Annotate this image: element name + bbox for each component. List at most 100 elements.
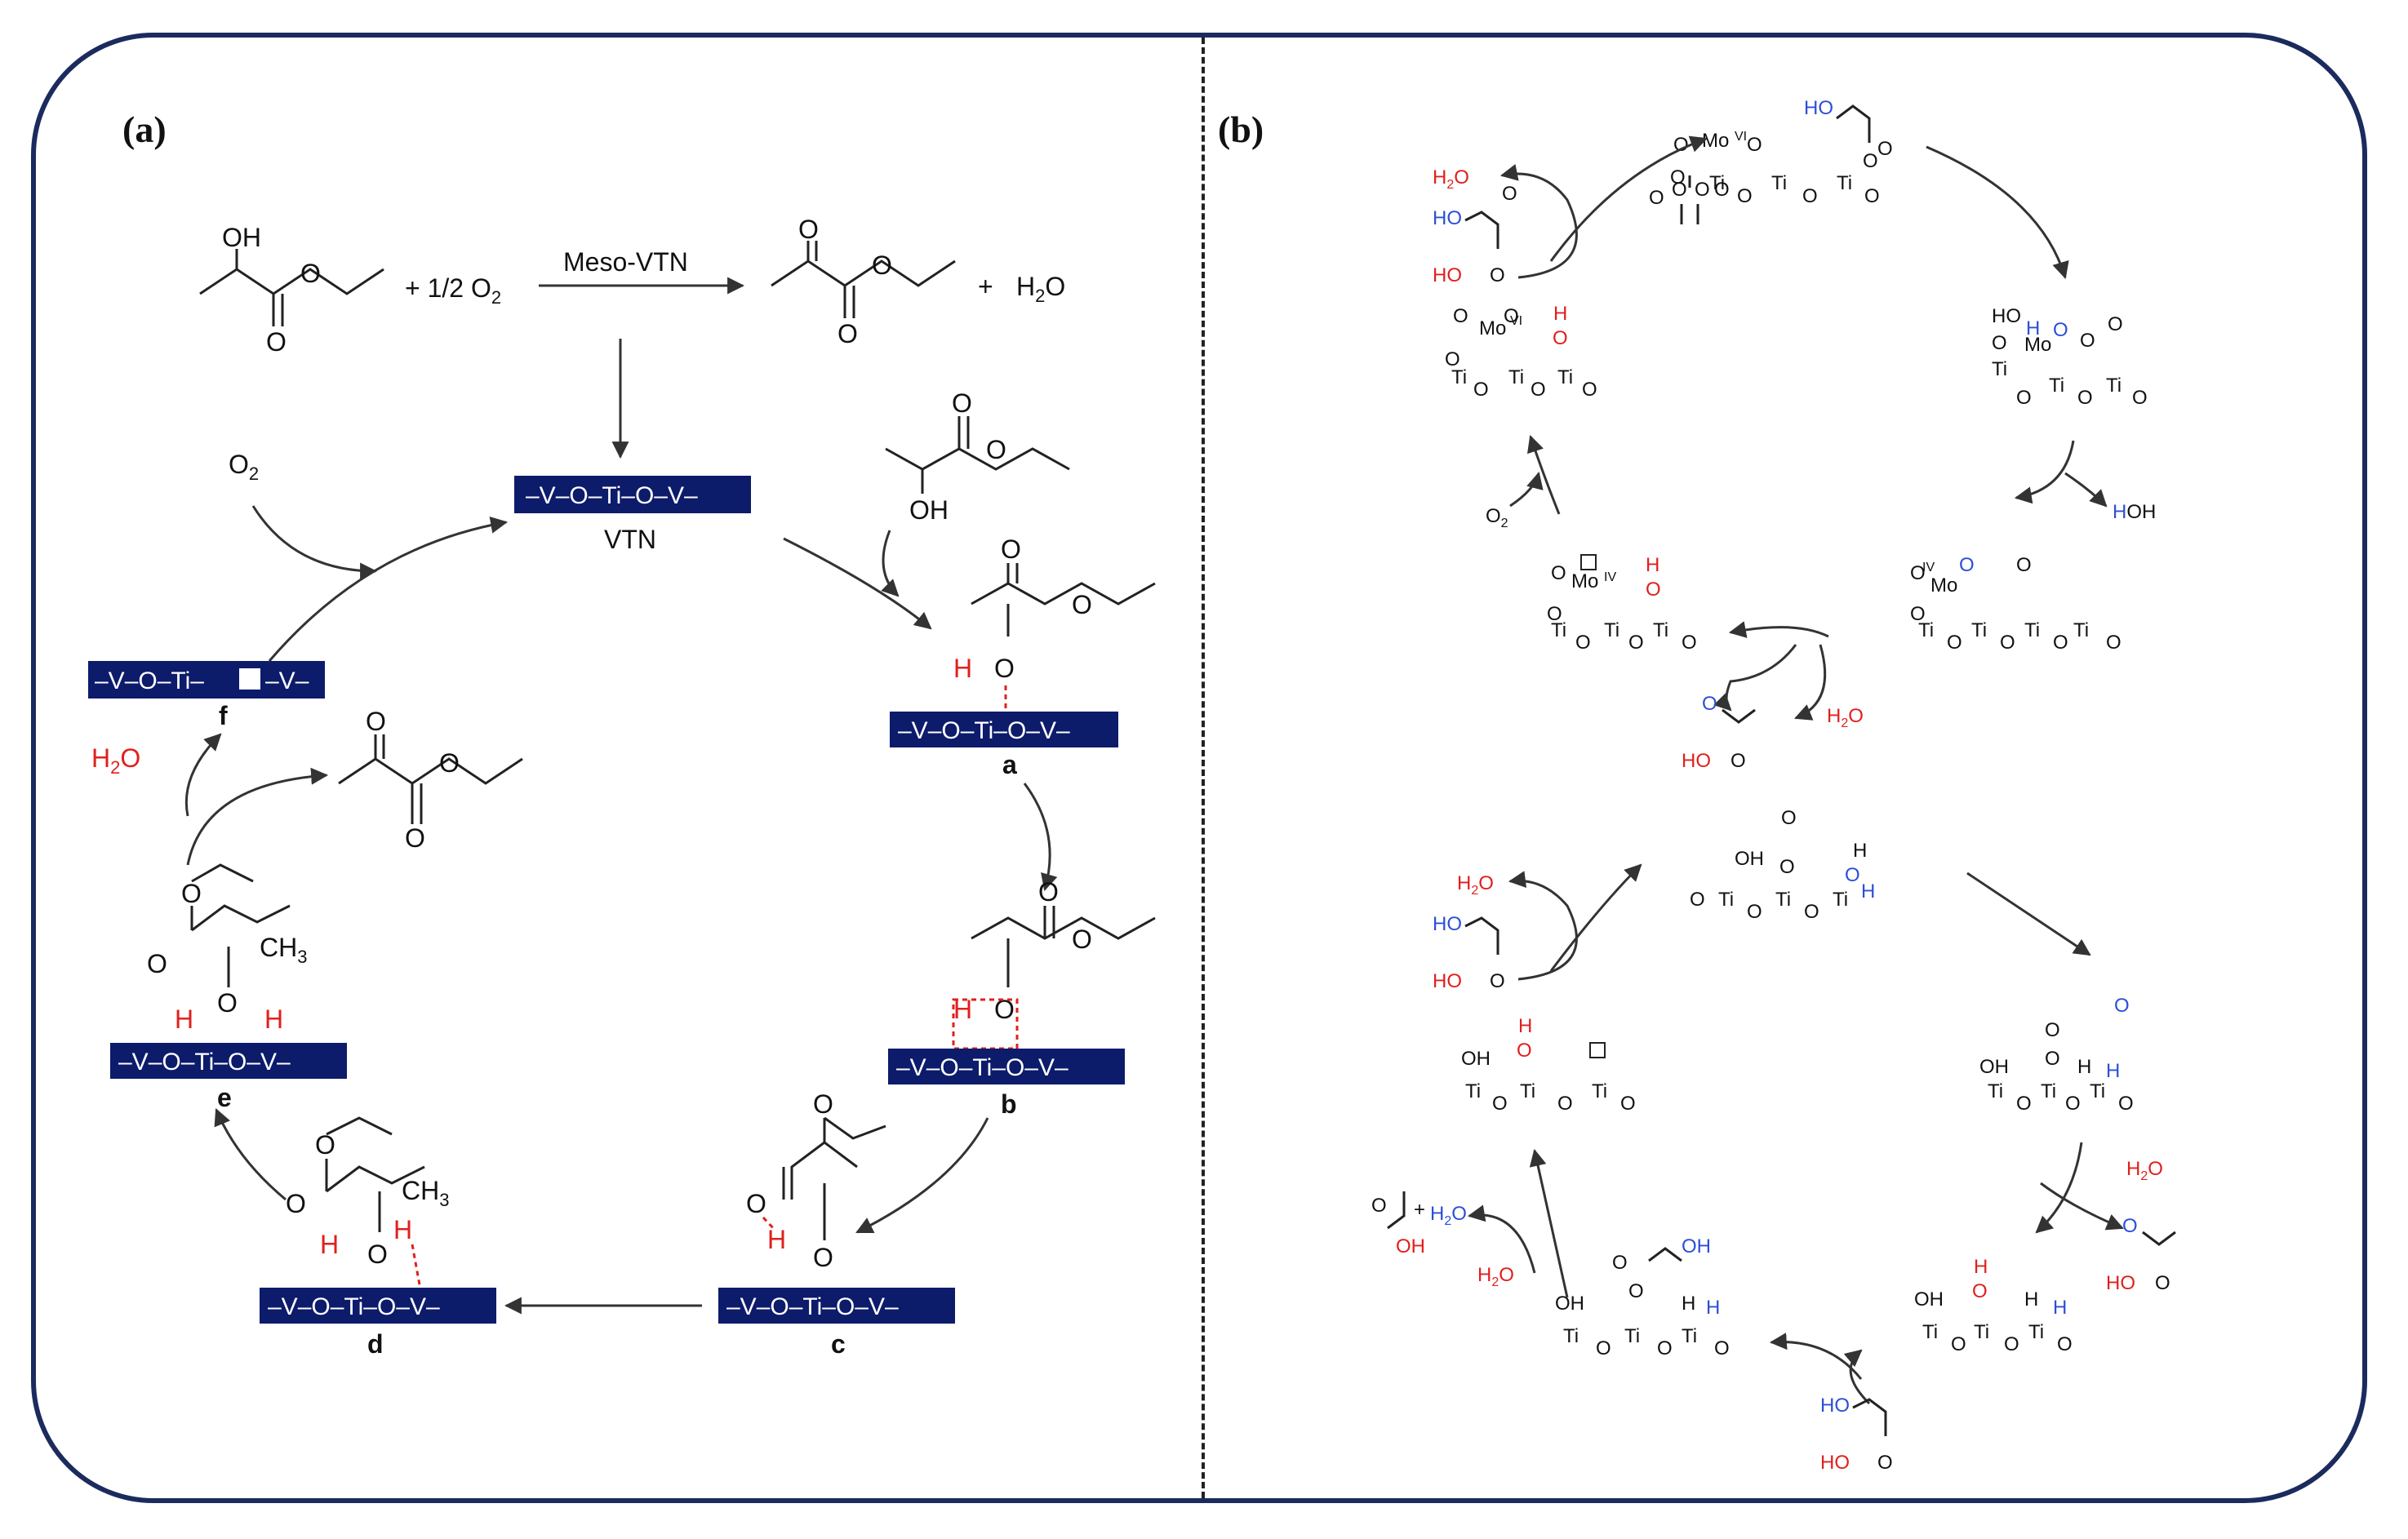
water-product: H2O [1016, 272, 1065, 306]
vtn-bar [514, 476, 751, 513]
svg-text:O: O [1714, 179, 1730, 201]
svg-text:O: O [1863, 150, 1878, 172]
svg-text:H2O: H2O [1477, 1264, 1514, 1289]
svg-text:H: H [953, 654, 972, 683]
svg-text:O: O [217, 988, 238, 1018]
svg-text:O: O [1038, 877, 1059, 907]
svg-text:+: + [1414, 1199, 1425, 1221]
svg-text:Mo: Mo [2024, 334, 2051, 356]
svg-text:O: O [813, 1243, 833, 1272]
svg-text:O: O [994, 654, 1015, 683]
svg-text:O: O [1596, 1337, 1611, 1359]
svg-text:HO: HO [1820, 1452, 1850, 1474]
svg-text:H: H [1974, 1256, 1988, 1278]
o2-label: O2 [229, 450, 259, 484]
svg-text:O: O [1001, 534, 1021, 564]
svg-text:O: O [2053, 632, 2068, 654]
svg-text:O: O [2080, 330, 2095, 352]
svg-text:O: O [1620, 1093, 1636, 1115]
water-hoh: HOH [2113, 501, 2156, 523]
svg-text:O: O [2016, 554, 2032, 576]
intermediate-c: O O O H –V–O–Ti–O–V– c [718, 1089, 955, 1359]
ti-lactate-bottom: OH O O OH H H Ti Ti Ti O O O [1555, 1235, 1730, 1359]
svg-text:O: O [1445, 348, 1460, 370]
svg-text:O: O [1612, 1252, 1628, 1274]
svg-text:OH: OH [1735, 848, 1764, 870]
svg-text:OH: OH [1555, 1293, 1584, 1315]
svg-text:O: O [1490, 264, 1505, 286]
vtn-label: VTN [604, 525, 656, 554]
svg-text:O: O [2077, 387, 2093, 409]
svg-text:CH3: CH3 [402, 1176, 449, 1210]
intermediate-d: O O CH3 O H H –V–O–Ti–O–V– d [260, 1116, 496, 1359]
svg-text:O: O [2106, 632, 2121, 654]
svg-text:H: H [953, 995, 972, 1024]
svg-text:O: O [2118, 1093, 2134, 1115]
svg-text:–V–O–Ti–: –V–O–Ti– [95, 667, 204, 694]
svg-text:O: O [1747, 901, 1762, 923]
lactic-acid-mid-left: H2O HO HO O [1433, 872, 1505, 992]
svg-text:H: H [1853, 840, 1867, 862]
svg-text:O: O [1517, 1040, 1532, 1062]
svg-text:O: O [1646, 579, 1661, 601]
svg-text:O: O [1992, 332, 2007, 354]
svg-text:O: O [2045, 1048, 2060, 1070]
svg-text:O: O [1628, 632, 1644, 654]
incoming-ethyl-lactate: OH O O [885, 388, 1070, 525]
svg-text:H: H [2053, 1297, 2067, 1319]
ethyl-lactate-reactant: OH O O [199, 223, 384, 357]
svg-text:O: O [872, 251, 892, 280]
svg-text:Ti: Ti [1918, 619, 1934, 641]
svg-text:O: O [1864, 185, 1880, 207]
panel-b: O Mo VI O O HO O O O O O O O Ti Ti Ti O … [1371, 97, 2176, 1474]
svg-text:O: O [1492, 1093, 1508, 1115]
svg-text:Ti: Ti [1604, 619, 1619, 641]
svg-text:HO: HO [2106, 1272, 2135, 1294]
svg-text:OH: OH [1914, 1288, 1944, 1311]
svg-text:HO: HO [1433, 913, 1462, 935]
svg-text:H: H [175, 1005, 193, 1034]
svg-text:H: H [2026, 317, 2040, 339]
svg-text:O: O [1547, 603, 1562, 625]
svg-text:O: O [2016, 387, 2032, 409]
svg-text:O: O [405, 823, 425, 853]
svg-text:O: O [1670, 166, 1686, 188]
svg-text:–V–O–Ti–O–V–: –V–O–Ti–O–V– [896, 1054, 1068, 1081]
mo-iv-vacancy: O Mo IV H O O Ti Ti Ti O O O [1547, 554, 1697, 654]
svg-text:H2O: H2O [1457, 872, 1494, 898]
ti-pyruvate-right: O O OH H H O Ti Ti Ti O O O [1979, 995, 2134, 1115]
svg-text:O: O [837, 319, 858, 348]
svg-text:O: O [1804, 901, 1819, 923]
svg-text:O: O [952, 388, 972, 418]
svg-text:H: H [1682, 1293, 1695, 1315]
svg-text:O: O [2108, 313, 2123, 335]
svg-text:O: O [1531, 379, 1546, 401]
o2-b: O2 [1486, 505, 1508, 530]
svg-text:O: O [1072, 590, 1092, 619]
svg-text:O: O [1779, 856, 1795, 878]
svg-text:–V–O–Ti–O–V–: –V–O–Ti–O–V– [526, 482, 698, 509]
svg-text:CH3: CH3 [260, 933, 307, 967]
svg-text:OH: OH [1682, 1235, 1711, 1257]
svg-text:H: H [320, 1230, 339, 1259]
svg-text:Ti: Ti [1971, 619, 1987, 641]
svg-text:O: O [986, 435, 1006, 464]
svg-text:O: O [439, 748, 460, 778]
svg-text:Ti: Ti [2073, 619, 2089, 641]
svg-text:O: O [2004, 1333, 2019, 1355]
svg-text:Ti: Ti [2090, 1080, 2105, 1102]
svg-text:Ti: Ti [1922, 1321, 1938, 1343]
lactic-acid-bottom: HO HO O [1820, 1395, 1893, 1474]
svg-text:O: O [1802, 185, 1818, 207]
propionic-acid-left: O OH + H2O [1371, 1191, 1467, 1257]
svg-text:H: H [1646, 554, 1659, 576]
svg-text:O: O [1910, 562, 1926, 584]
ti-lactate-center: O H O H OH O Ti Ti Ti O O O [1690, 807, 1875, 923]
svg-text:O: O [1672, 179, 1687, 201]
panel-a: OH O O + 1/2 O2 Meso-VTN O O O + H2O –V–… [88, 215, 1156, 1359]
svg-text:Mo: Mo [1571, 570, 1598, 592]
svg-text:O: O [1702, 693, 1717, 715]
svg-text:–V–O–Ti–O–V–: –V–O–Ti–O–V– [118, 1049, 291, 1076]
svg-text:O: O [1582, 379, 1597, 401]
